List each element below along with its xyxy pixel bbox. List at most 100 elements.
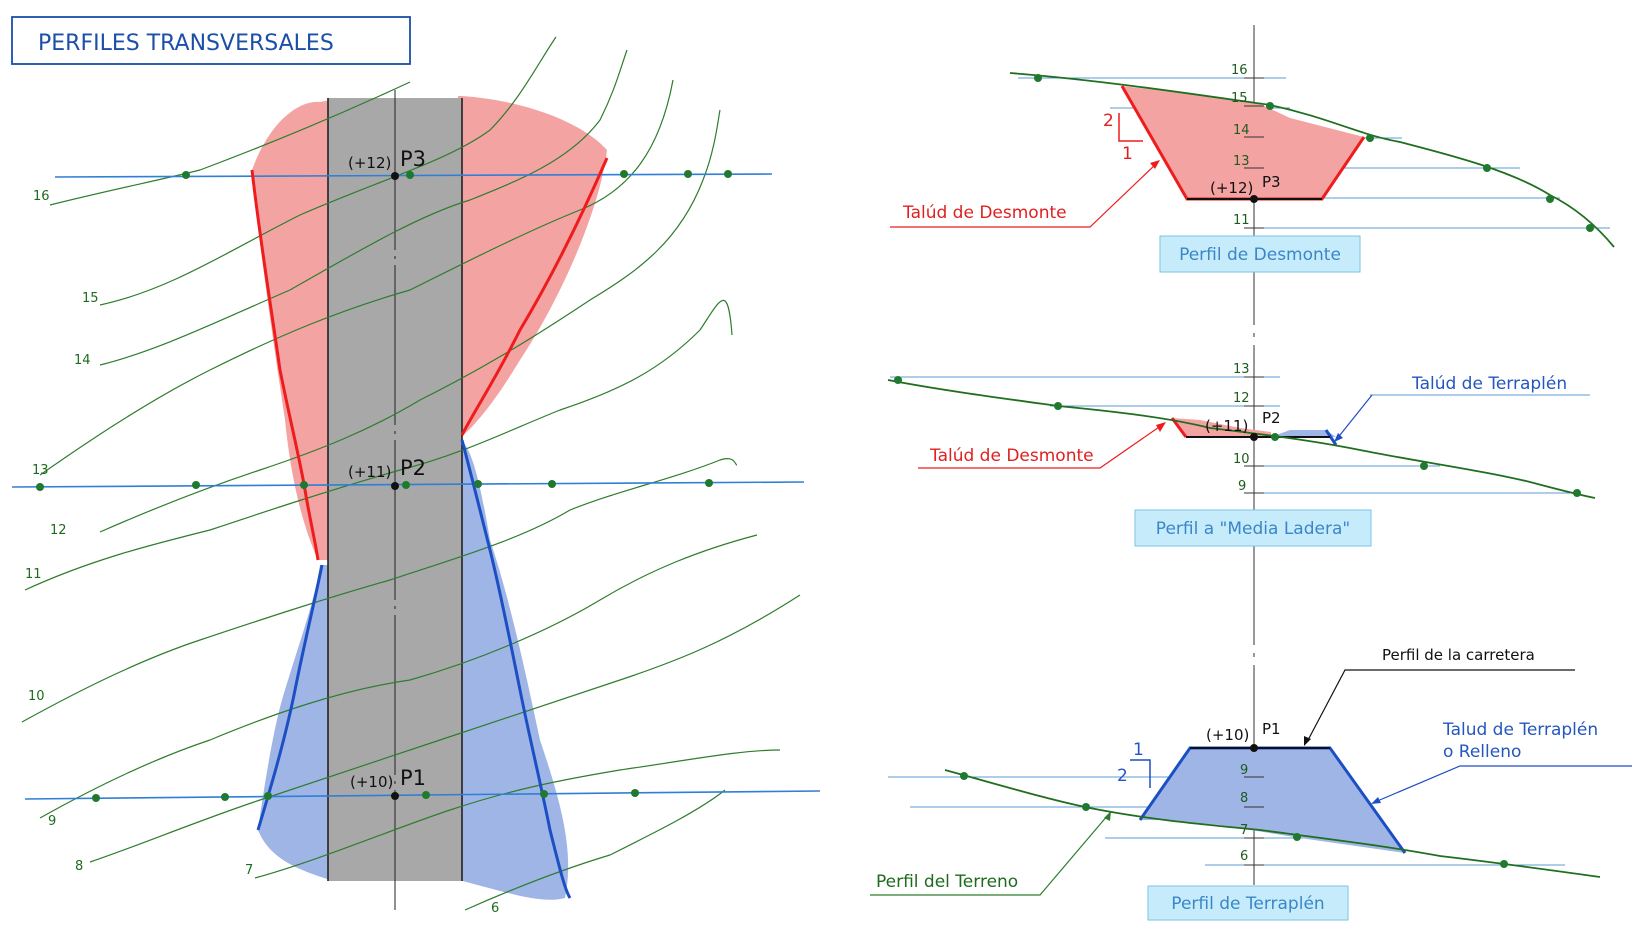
contour-13 <box>39 79 674 476</box>
profile-box-label: Perfil de Terraplén <box>1171 894 1324 914</box>
plan-dot <box>92 794 100 802</box>
contour-11 <box>24 299 733 591</box>
plan-dot <box>548 480 556 488</box>
title-box <box>11 16 411 65</box>
profile-box <box>1159 235 1361 273</box>
contour-label: 13 <box>32 463 49 478</box>
plan-dot <box>620 170 628 178</box>
level-label: 14 <box>1233 123 1250 138</box>
contour-label: 12 <box>50 523 67 538</box>
terreno-leader <box>870 814 1109 896</box>
contour-7 <box>254 749 781 879</box>
contour-label: 8 <box>75 859 83 874</box>
slope-indicator <box>1130 759 1151 788</box>
terrain-dot <box>1586 224 1594 232</box>
plan-point-p1-elev: (+10) <box>350 773 393 791</box>
talud-relleno-label-1: Talud de Terraplén <box>1442 720 1598 740</box>
slope-horizontal: 1 <box>1133 740 1144 760</box>
plan-point-p3-label: P3 <box>400 147 426 171</box>
contour-14 <box>99 49 628 366</box>
plan-dot <box>192 481 200 489</box>
contour-8 <box>89 594 801 863</box>
desmonte-arrow <box>1156 422 1166 432</box>
terrain-dot <box>1271 433 1279 441</box>
terrain-dot <box>1483 164 1491 172</box>
contour-label: 15 <box>82 291 99 306</box>
plan-point-p3-marker <box>391 172 399 180</box>
fill-slope <box>1324 429 1338 446</box>
level-label: 13 <box>1233 362 1250 377</box>
contour-label: 7 <box>245 863 253 878</box>
level-label: 12 <box>1233 391 1250 406</box>
profile-point-elev: (+10) <box>1206 726 1249 744</box>
terrain-line <box>944 769 1601 878</box>
plan-point-p2-label: P2 <box>400 456 426 480</box>
perfil-terreno-label: Perfil del Terreno <box>876 872 1018 892</box>
terrain-dot <box>1366 134 1374 142</box>
plan-cut-area <box>252 100 330 560</box>
plan-dot <box>705 479 713 487</box>
cut-area <box>1122 86 1364 199</box>
profile-point-marker <box>1250 433 1258 441</box>
talud-terraplen-label: Talúd de Terraplén <box>1411 374 1567 394</box>
page-title: PERFILES TRANSVERSALES <box>38 31 334 56</box>
plan-cut-boundary-right <box>460 157 609 436</box>
profile-point-marker <box>1250 744 1258 752</box>
relleno-leader <box>1374 765 1632 803</box>
profile-point-label: P2 <box>1262 409 1281 427</box>
terrain-dot <box>1573 489 1581 497</box>
contour-label: 11 <box>25 567 42 582</box>
level-label: 10 <box>1233 452 1250 467</box>
level-label: 7 <box>1240 823 1248 838</box>
terrain-dot <box>1420 462 1428 470</box>
talud-relleno-label-2: o Relleno <box>1443 742 1521 762</box>
terrain-dot <box>1500 860 1508 868</box>
profile-point-marker <box>1250 195 1258 203</box>
plan-dot <box>474 480 482 488</box>
profile-box-label: Perfil a "Media Ladera" <box>1156 519 1350 539</box>
level-label: 9 <box>1238 479 1246 494</box>
relleno-arrow <box>1371 797 1381 804</box>
terrain-dot <box>1293 833 1301 841</box>
contour-label: 14 <box>74 353 91 368</box>
level-label: 11 <box>1233 213 1250 228</box>
plan-point-p1-marker <box>391 792 399 800</box>
plan-dot <box>422 791 430 799</box>
perfil-carretera-label: Perfil de la carretera <box>1382 646 1535 664</box>
terreno-arrow <box>1104 811 1111 821</box>
plan-dot <box>182 171 190 179</box>
profile-point-elev: (+11) <box>1205 417 1248 435</box>
contour-9 <box>39 534 758 819</box>
profile-media-ladera: 13 12 10 9 (+11) P2 Talúd de Terraplén T… <box>887 362 1596 547</box>
terrain-dot <box>1082 803 1090 811</box>
plan-dot <box>540 790 548 798</box>
profile-box <box>1147 885 1349 921</box>
profile-point-elev: (+12) <box>1210 179 1253 197</box>
profile-box-label: Perfil de Desmonte <box>1179 245 1341 265</box>
plan-dot <box>300 481 308 489</box>
profile-box <box>1134 509 1372 547</box>
contour-12 <box>99 109 721 533</box>
fill-area <box>1140 748 1405 853</box>
carretera-leader <box>1306 669 1575 743</box>
plan-dot <box>36 483 44 491</box>
plan-dot <box>684 170 692 178</box>
talud-desmonte-label-2: Talúd de Desmonte <box>929 446 1094 466</box>
level-label: 15 <box>1231 91 1248 106</box>
contour-16 <box>49 81 411 206</box>
plan-dot <box>724 170 732 178</box>
plan-fill-area <box>258 565 330 880</box>
carretera-arrow <box>1304 736 1311 746</box>
contour-6 <box>464 789 726 911</box>
terrain-dot <box>1054 402 1062 410</box>
profile-point-label: P3 <box>1262 173 1281 191</box>
fill-area <box>1271 430 1336 437</box>
plan-point-p3-elev: (+12) <box>348 154 391 172</box>
level-label: 8 <box>1240 791 1248 806</box>
level-label: 13 <box>1233 154 1250 169</box>
plan-point-p2-elev: (+11) <box>348 463 391 481</box>
plan-cut-boundary-left <box>250 169 320 561</box>
plan-point-p2-marker <box>391 482 399 490</box>
plan-dot <box>631 789 639 797</box>
